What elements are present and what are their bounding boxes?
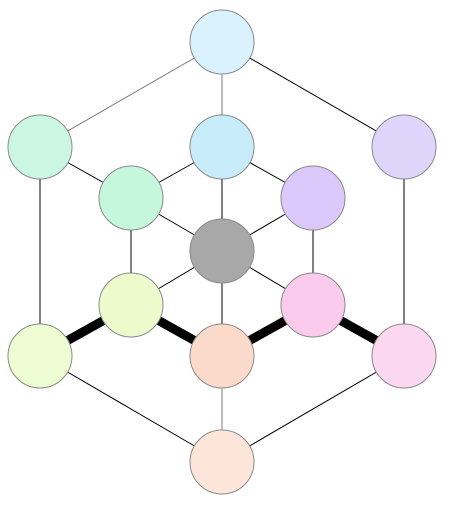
node-inner-bottom (189, 323, 255, 389)
node-center (189, 218, 255, 284)
edge-outer-lower-left-to-outer-bottom (39, 355, 223, 463)
edge-inner-lower-right-to-outer-lower-right (337, 316, 380, 345)
node-outer-lower-left (7, 323, 73, 389)
node-outer-bottom (189, 429, 255, 495)
node-outer-upper-right (371, 114, 437, 180)
nodes-layer (7, 9, 437, 495)
edge-inner-bottom-to-inner-lower-right (246, 316, 289, 345)
node-inner-lower-left (98, 272, 164, 338)
node-inner-upper-left (98, 165, 164, 231)
edge-outer-lower-left-to-inner-lower-left (64, 316, 107, 345)
edge-inner-lower-left-to-inner-bottom (155, 316, 198, 345)
edge-outer-top-to-outer-upper-right (221, 41, 405, 148)
node-inner-upper-right (280, 165, 346, 231)
edge-outer-lower-right-to-outer-bottom (221, 355, 405, 463)
edge-outer-top-to-outer-upper-left (39, 41, 223, 148)
node-outer-top (189, 9, 255, 75)
node-outer-upper-left (7, 114, 73, 180)
node-inner-top (189, 114, 255, 180)
node-inner-lower-right (280, 272, 346, 338)
node-outer-lower-right (371, 323, 437, 389)
